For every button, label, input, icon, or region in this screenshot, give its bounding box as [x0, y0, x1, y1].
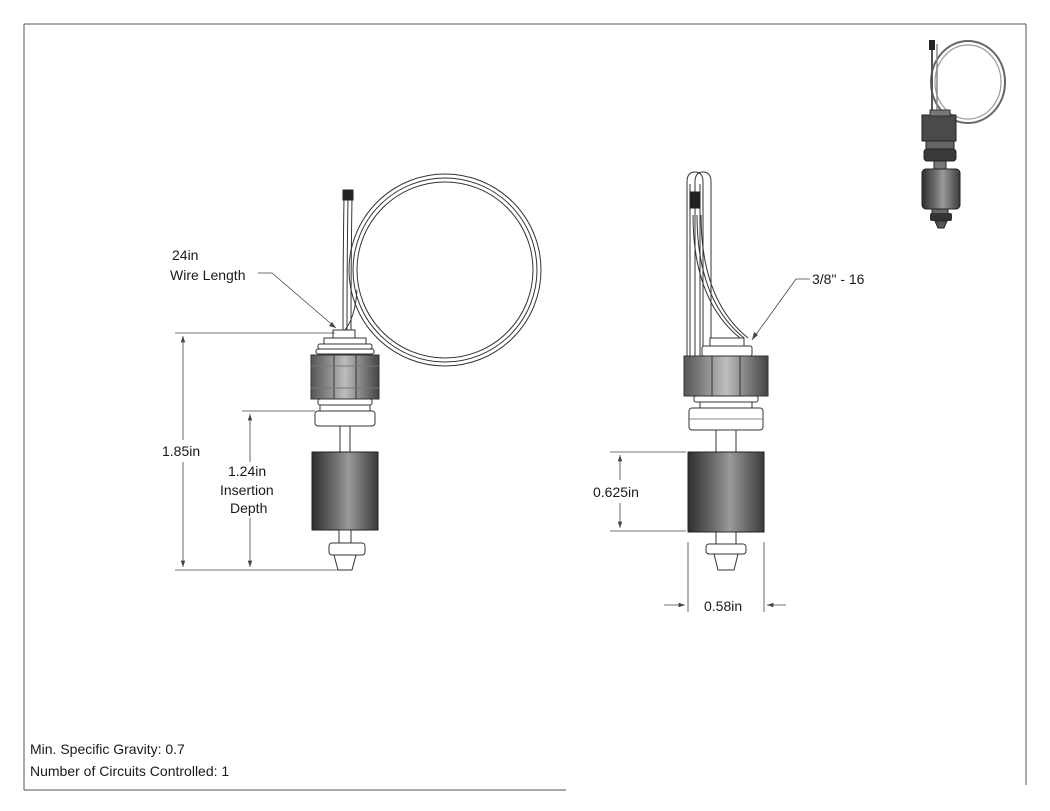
insertion-depth-value-label: 1.24in	[228, 463, 266, 479]
circuits-controlled-note: Number of Circuits Controlled: 1	[30, 763, 229, 779]
front-wire-coil	[348, 173, 542, 367]
insertion-depth-line1-label: Insertion	[220, 482, 274, 498]
side-float	[687, 451, 765, 533]
front-hex-nut	[310, 354, 380, 400]
side-view-switch	[683, 171, 769, 571]
front-dimensions	[175, 272, 338, 571]
sheet-border	[23, 23, 1027, 791]
front-wire-tips	[342, 189, 354, 201]
insertion-depth-line2-label: Depth	[230, 500, 267, 516]
wire-length-value-label: 24in	[172, 247, 198, 263]
float-diameter-label: 0.58in	[704, 598, 742, 614]
float-height-label: 0.625in	[593, 484, 639, 500]
side-hex-nut	[683, 355, 769, 397]
overall-height-label: 1.85in	[162, 443, 200, 459]
isometric-thumbnail	[921, 40, 1006, 229]
front-view-switch	[310, 173, 542, 571]
side-dimensions	[610, 278, 810, 612]
thread-size-label: 3/8" - 16	[812, 271, 865, 287]
side-wire-tips	[689, 191, 701, 209]
front-float	[311, 451, 379, 531]
side-wire-loop	[686, 171, 749, 358]
wire-length-text-label: Wire Length	[170, 267, 245, 283]
front-wire-leads	[342, 197, 358, 333]
specific-gravity-note: Min. Specific Gravity: 0.7	[30, 741, 185, 757]
